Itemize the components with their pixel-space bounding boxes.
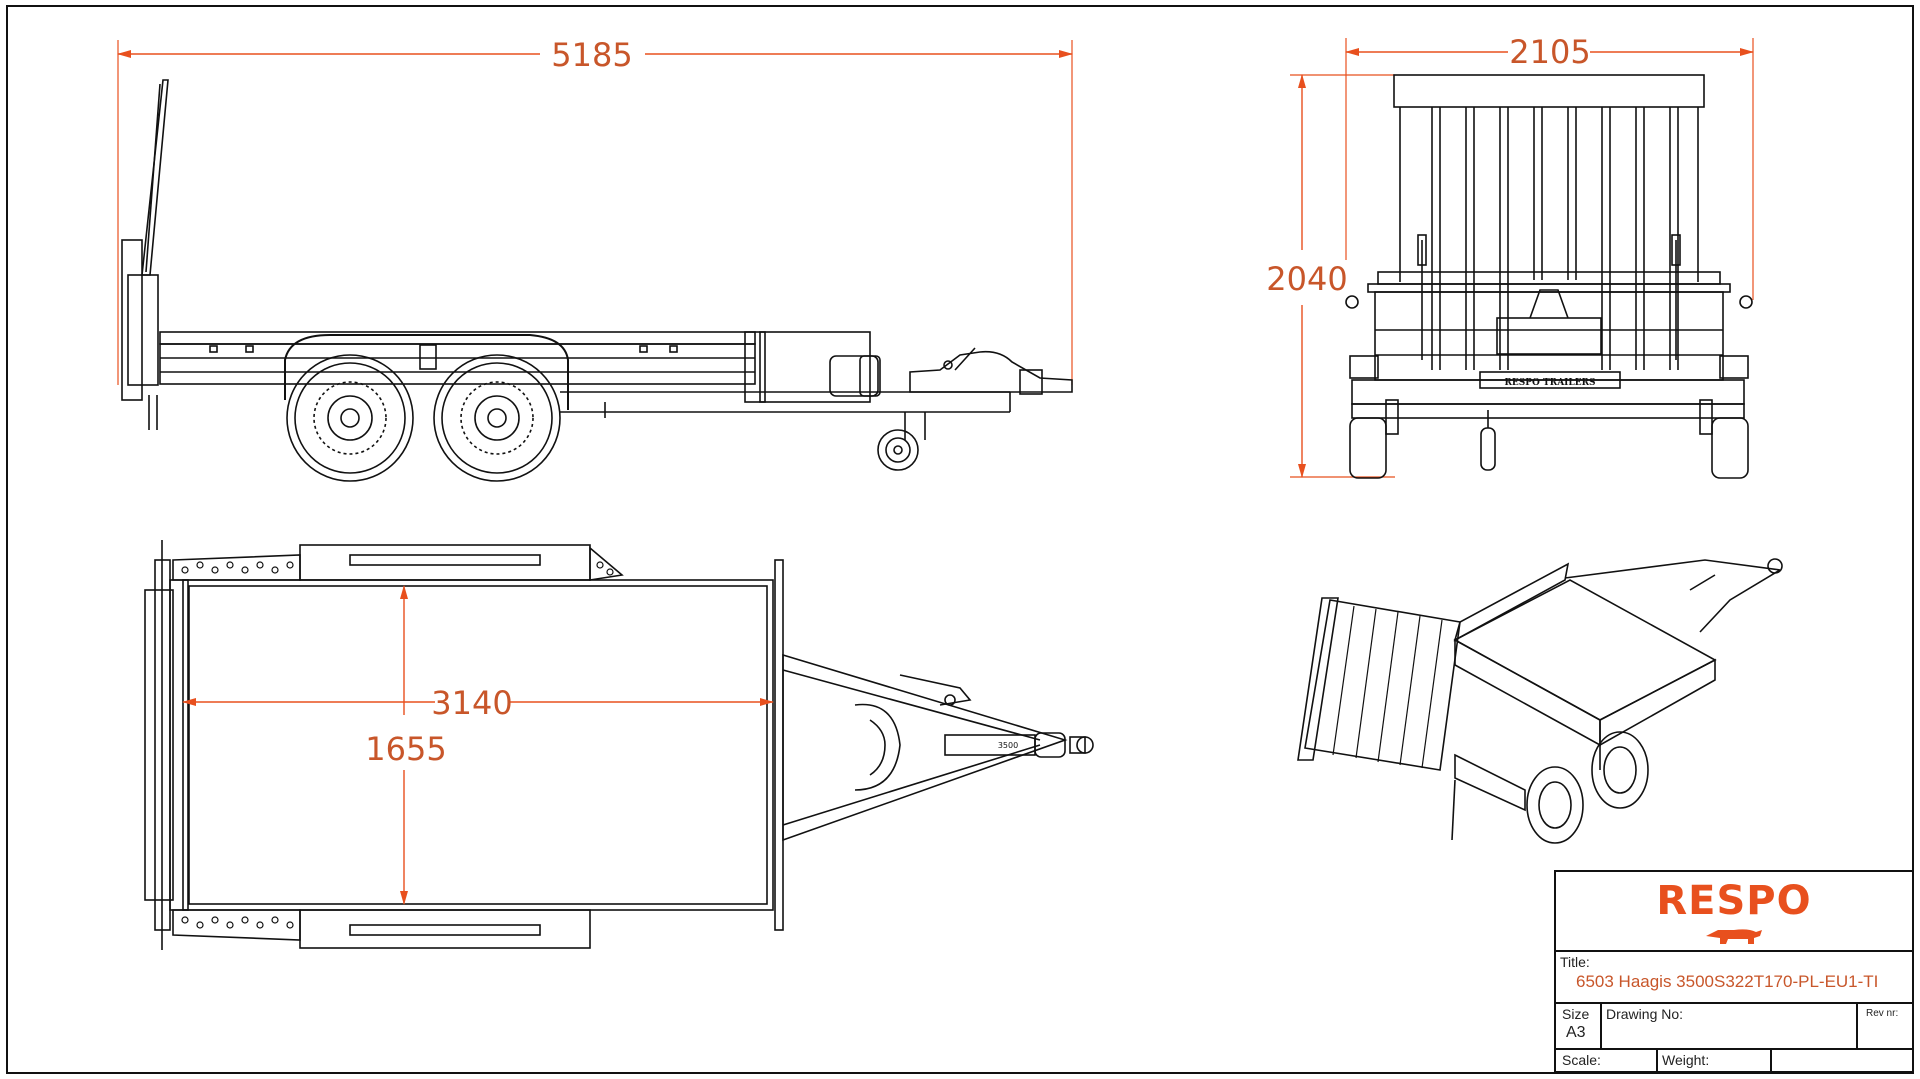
weight-label: Weight:: [1662, 1052, 1710, 1068]
dim-top-length: 3140: [431, 684, 512, 722]
title-label: Title:: [1560, 954, 1590, 970]
weight-separator: [1770, 1050, 1772, 1072]
brand-logo: RESPO: [1656, 878, 1812, 924]
scale-separator: [1656, 1050, 1658, 1072]
title-row: Title: 6503 Haagis 3500S322T170-PL-EU1-T…: [1556, 952, 1912, 1004]
dim-side-length: 5185: [551, 36, 632, 74]
title-value: 6503 Haagis 3500S322T170-PL-EU1-TI: [1576, 972, 1879, 991]
scale-label: Scale:: [1562, 1052, 1601, 1068]
dim-rear-width: 2105: [1509, 33, 1590, 71]
rear-plate-text: RESPO TRAILERS: [1504, 378, 1595, 388]
logo-area: RESPO: [1556, 872, 1912, 952]
size-value: A3: [1566, 1024, 1586, 1041]
scale-weight-row: Scale: Weight:: [1556, 1050, 1912, 1072]
sheet-border: [6, 5, 1914, 1074]
drawing-no-label: Drawing No:: [1606, 1006, 1684, 1022]
size-label: Size: [1562, 1006, 1590, 1022]
drawbar-plate-text: 3500: [998, 741, 1018, 750]
dim-top-width: 1655: [365, 730, 446, 768]
isometric-view: [1297, 558, 1783, 844]
rev-label: Rev nr:: [1866, 1008, 1899, 1019]
side-view: [117, 40, 1073, 482]
rear-view: [1290, 38, 1754, 479]
size-drawing-row: Size A3 Drawing No: Rev nr:: [1556, 1004, 1912, 1050]
size-separator: [1600, 1004, 1602, 1048]
top-view: [144, 540, 1094, 950]
rev-separator: [1856, 1004, 1858, 1048]
dim-rear-height: 2040: [1266, 260, 1347, 298]
brand-animal-icon: [1706, 929, 1762, 944]
title-block: RESPO Title: 6503 Haagis 3500S322T170-PL…: [1554, 870, 1914, 1073]
